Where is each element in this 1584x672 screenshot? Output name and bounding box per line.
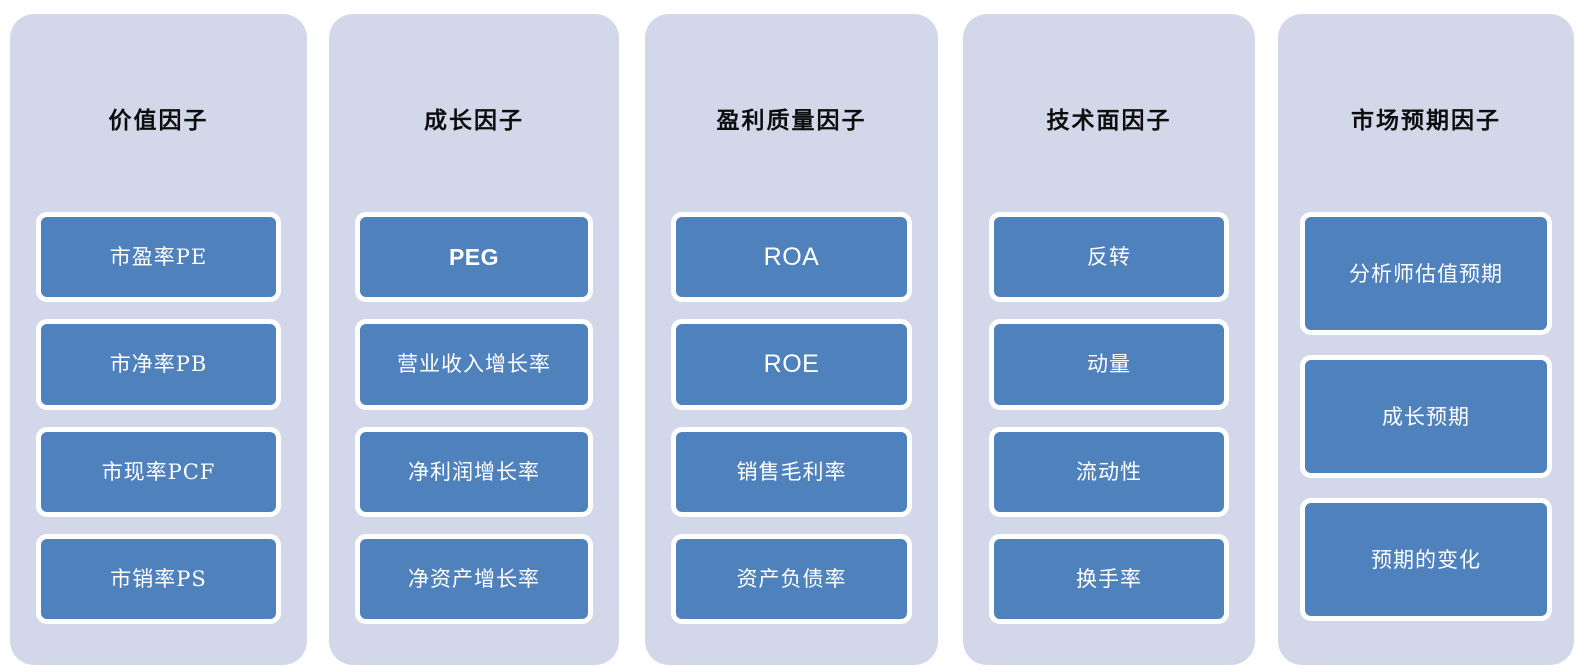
factor-item-label: 净资产增长率 bbox=[408, 566, 540, 591]
factor-group-title: 市场预期因子 bbox=[1351, 107, 1501, 134]
factor-group-panel: 市场预期因子分析师估值预期成长预期预期的变化 bbox=[1278, 14, 1574, 665]
factor-list: PEG 营业收入增长率净利润增长率净资产增长率 bbox=[329, 212, 619, 641]
factor-item-label: 预期的变化 bbox=[1371, 547, 1481, 572]
factor-item[interactable]: 流动性 bbox=[989, 426, 1229, 517]
factor-item-label: 资产负债率 bbox=[736, 566, 847, 591]
factor-item[interactable]: 净利润增长率 bbox=[355, 426, 593, 517]
factor-list: 分析师估值预期成长预期预期的变化 bbox=[1278, 212, 1574, 641]
factor-item[interactable]: 市销率PS bbox=[36, 533, 281, 624]
factor-item[interactable]: 营业收入增长率 bbox=[355, 319, 593, 410]
factor-item-label: 反转 bbox=[1087, 245, 1131, 270]
factor-group-title: 价值因子 bbox=[108, 107, 209, 134]
factor-item-label: 流动性 bbox=[1076, 459, 1142, 484]
factor-item-label: 市盈率PE bbox=[109, 245, 208, 270]
factor-item-label: 销售毛利率 bbox=[736, 459, 847, 484]
factor-item-label: 成长预期 bbox=[1382, 404, 1470, 429]
factor-item[interactable]: 预期的变化 bbox=[1300, 498, 1552, 621]
factor-item-label: ROA bbox=[763, 243, 820, 272]
factor-item[interactable]: 市盈率PE bbox=[36, 212, 281, 303]
factor-item[interactable]: ROE bbox=[671, 319, 912, 410]
factor-item-label: 市销率PS bbox=[110, 566, 207, 591]
factor-item-label: 市净率PB bbox=[109, 352, 208, 377]
factor-item[interactable]: 市现率PCF bbox=[36, 426, 281, 517]
factor-item[interactable]: 市净率PB bbox=[36, 319, 281, 410]
factor-item[interactable]: 净资产增长率 bbox=[355, 533, 593, 624]
factor-list: ROA ROE 销售毛利率资产负债率 bbox=[645, 212, 938, 641]
factor-item[interactable]: PEG bbox=[355, 212, 593, 303]
factor-item-label: 动量 bbox=[1087, 352, 1131, 377]
factor-item-label: 分析师估值预期 bbox=[1349, 261, 1503, 286]
factor-item[interactable]: 成长预期 bbox=[1300, 355, 1552, 478]
factor-item-label: 净利润增长率 bbox=[408, 459, 540, 484]
factor-item[interactable]: 换手率 bbox=[989, 533, 1229, 624]
factor-item[interactable]: 销售毛利率 bbox=[671, 426, 912, 517]
factor-item-label: 营业收入增长率 bbox=[397, 352, 551, 377]
factor-item[interactable]: ROA bbox=[671, 212, 912, 303]
factor-item-label: ROE bbox=[763, 350, 820, 379]
factor-group-title: 盈利质量因子 bbox=[716, 107, 867, 134]
factor-group-panel: 价值因子市盈率PE 市净率PB 市现率PCF 市销率PS bbox=[10, 14, 307, 665]
factor-group-title: 成长因子 bbox=[424, 107, 524, 134]
factor-list: 市盈率PE 市净率PB 市现率PCF 市销率PS bbox=[10, 212, 307, 641]
factor-item[interactable]: 反转 bbox=[989, 212, 1229, 303]
factor-group-panel: 盈利质量因子 ROA ROE 销售毛利率资产负债率 bbox=[645, 14, 938, 665]
factor-group-panel: 成长因子 PEG 营业收入增长率净利润增长率净资产增长率 bbox=[329, 14, 619, 665]
factor-item-label: 换手率 bbox=[1076, 566, 1142, 591]
factor-item-label: 市现率PCF bbox=[101, 459, 216, 484]
factor-list: 反转动量流动性换手率 bbox=[963, 212, 1255, 641]
factor-group-title: 技术面因子 bbox=[1046, 107, 1172, 134]
factor-group-panel: 技术面因子反转动量流动性换手率 bbox=[963, 14, 1255, 665]
factor-item[interactable]: 分析师估值预期 bbox=[1300, 212, 1552, 335]
factor-item[interactable]: 资产负债率 bbox=[671, 533, 912, 624]
factor-item-label: PEG bbox=[448, 244, 500, 271]
factor-item[interactable]: 动量 bbox=[989, 319, 1229, 410]
